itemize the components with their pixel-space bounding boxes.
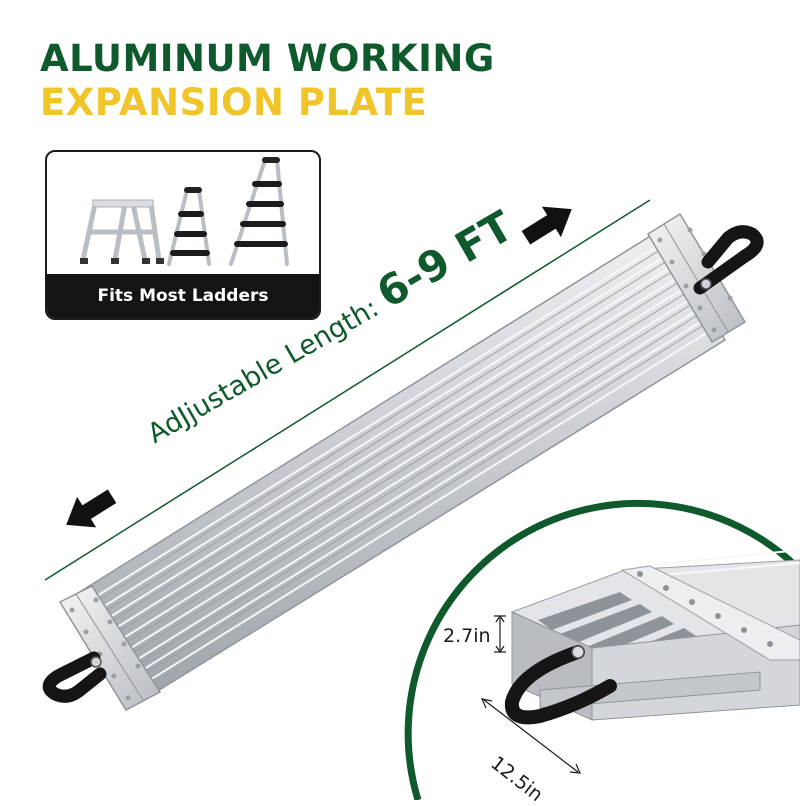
- detail-zoom: [404, 499, 800, 800]
- ladder-caption: Fits Most Ladders: [47, 274, 319, 318]
- length-dimension-line: [44, 199, 651, 581]
- strap-handle-icon: [504, 645, 617, 725]
- height-dimension-label: 2.7in: [443, 625, 491, 647]
- title-line-1: ALUMINUM WORKING: [40, 37, 495, 80]
- ladder-icon: [80, 199, 164, 264]
- ladder-icon: [167, 187, 211, 266]
- ladder-compatibility-box: Fits Most Ladders: [45, 150, 321, 320]
- arrow-left-icon: [66, 489, 117, 528]
- aluminum-plank: [58, 212, 747, 711]
- ladder-icon: [229, 157, 289, 266]
- strap-handle-icon: [42, 651, 107, 703]
- arrow-right-icon: [521, 206, 572, 245]
- strap-handle-icon: [693, 225, 764, 295]
- title-line-2: EXPANSION PLATE: [40, 81, 428, 124]
- ladder-illustrations: [80, 157, 289, 266]
